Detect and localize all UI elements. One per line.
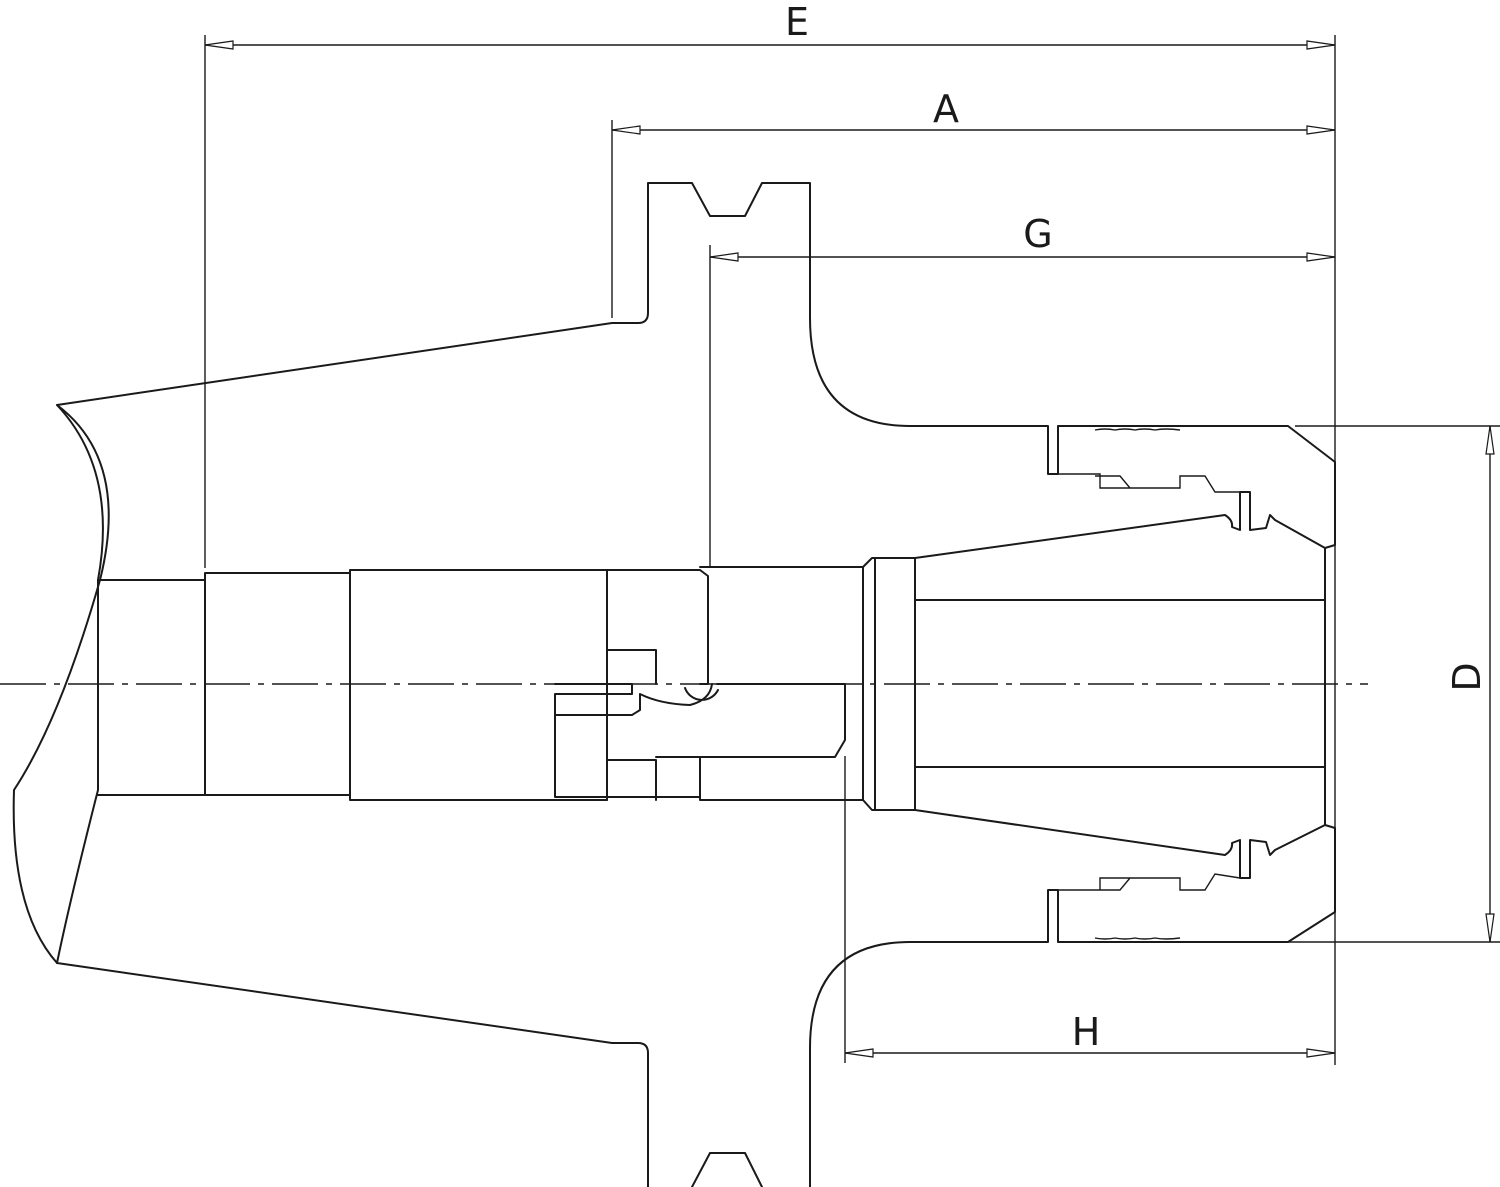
dimension-label-g: G bbox=[1023, 212, 1052, 256]
dimension-label-e: E bbox=[785, 0, 809, 44]
retention-stud bbox=[554, 683, 719, 798]
collet-cone bbox=[914, 491, 1326, 879]
dimension-h: H bbox=[844, 1010, 1336, 1058]
thread-detail-upper bbox=[1058, 428, 1240, 493]
collet-bore bbox=[914, 599, 1326, 768]
holder-outline-lower-flange bbox=[611, 1042, 763, 1187]
dimension-label-d: D bbox=[1445, 662, 1489, 691]
dimension-g: G bbox=[709, 212, 1336, 262]
dimension-label-a: A bbox=[933, 87, 959, 131]
dimension-d: D bbox=[1445, 425, 1495, 943]
dimension-a: A bbox=[611, 87, 1336, 135]
thread-detail-lower bbox=[1058, 873, 1241, 940]
break-curve bbox=[12, 404, 110, 964]
holder-outline bbox=[611, 182, 1336, 1187]
dimension-e: E bbox=[204, 0, 1336, 50]
taper-shank bbox=[56, 322, 613, 1044]
dimension-label-h: H bbox=[1072, 1010, 1101, 1054]
